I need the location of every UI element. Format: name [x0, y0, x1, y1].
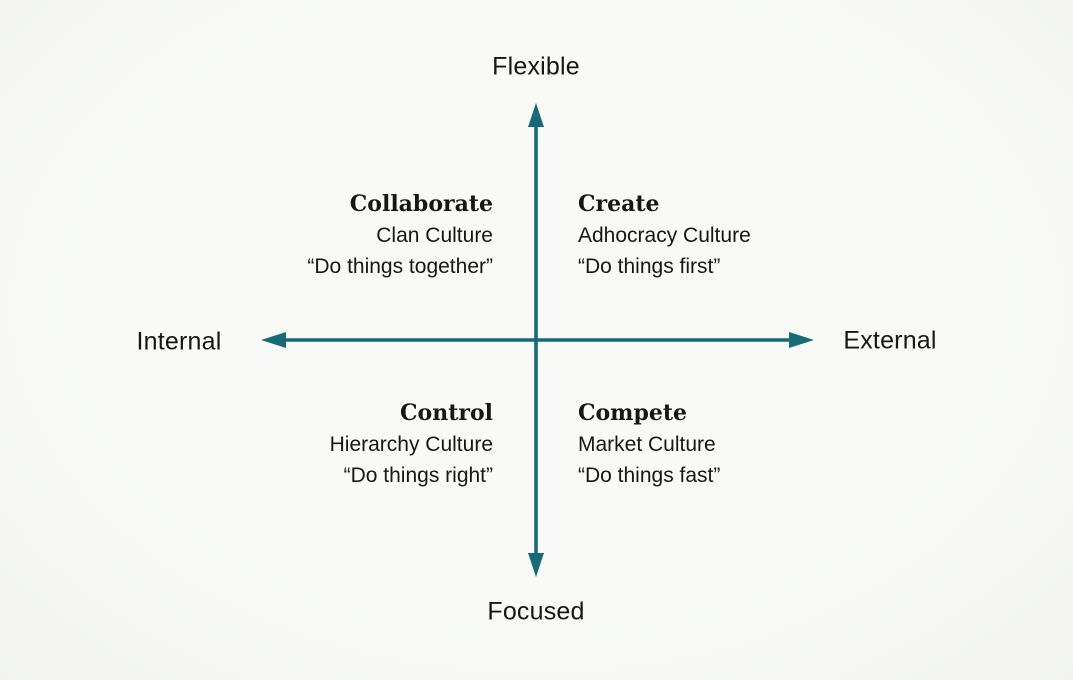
axis-label-internal: Internal: [136, 327, 222, 356]
arrowhead-left-icon: [261, 332, 286, 348]
quadrant-culture: Market Culture: [578, 433, 716, 456]
quadrant-title: Create: [578, 191, 660, 217]
arrowhead-down-icon: [528, 553, 544, 577]
quadrant-motto: “Do things right”: [343, 464, 493, 487]
quadrant-culture: Hierarchy Culture: [329, 433, 493, 456]
axis-label-focused: Focused: [487, 597, 585, 626]
quadrant-motto: “Do things first”: [578, 255, 721, 278]
axis-label-external: External: [843, 326, 937, 355]
quadrant-motto: “Do things fast”: [578, 464, 721, 487]
arrowhead-up-icon: [528, 103, 544, 127]
quadrant-create: Create Adhocracy Culture “Do things firs…: [578, 189, 751, 282]
quadrant-title: Compete: [578, 400, 688, 426]
quadrant-title: Control: [400, 400, 493, 426]
quadrant-culture: Clan Culture: [376, 224, 493, 247]
axis-label-flexible: Flexible: [492, 52, 580, 81]
arrowhead-right-icon: [789, 332, 814, 348]
quadrant-control: Control Hierarchy Culture “Do things rig…: [330, 398, 493, 491]
quadrant-compete: Compete Market Culture “Do things fast”: [578, 398, 720, 491]
quadrant-motto: “Do things together”: [307, 255, 493, 278]
quadrant-title: Collaborate: [349, 191, 493, 217]
quadrant-culture: Adhocracy Culture: [578, 224, 751, 247]
quadrant-collaborate: Collaborate Clan Culture “Do things toge…: [307, 189, 493, 282]
